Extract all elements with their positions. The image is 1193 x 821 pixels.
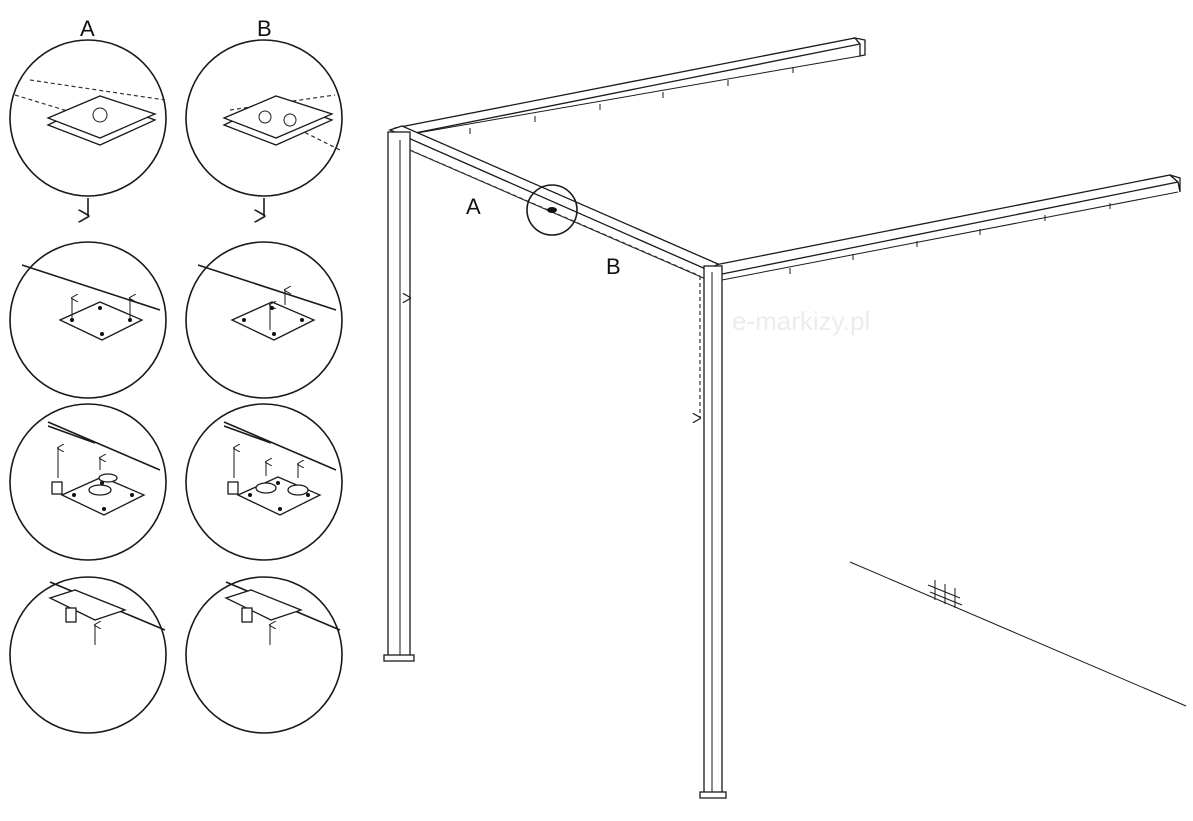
step-3-detail-a (9, 403, 167, 561)
step-2-detail-b (185, 241, 343, 399)
wall-anchor-icon (927, 580, 963, 608)
column-b-label: B (257, 16, 272, 41)
column-a-label: A (80, 16, 95, 41)
step-4-detail-b (185, 576, 343, 734)
frame-label-b: B (606, 254, 621, 279)
frame-label-a: A (466, 194, 481, 219)
step-1-detail-b (185, 39, 343, 216)
step-4-detail-a (9, 576, 167, 734)
step-1-detail-a (9, 39, 167, 216)
step-3-detail-b (185, 403, 343, 561)
detail-magnifier-circle (526, 184, 578, 236)
pergola-frame (383, 37, 1187, 799)
watermark: e-markizy.pl (732, 306, 870, 336)
step-2-detail-a (9, 241, 167, 399)
